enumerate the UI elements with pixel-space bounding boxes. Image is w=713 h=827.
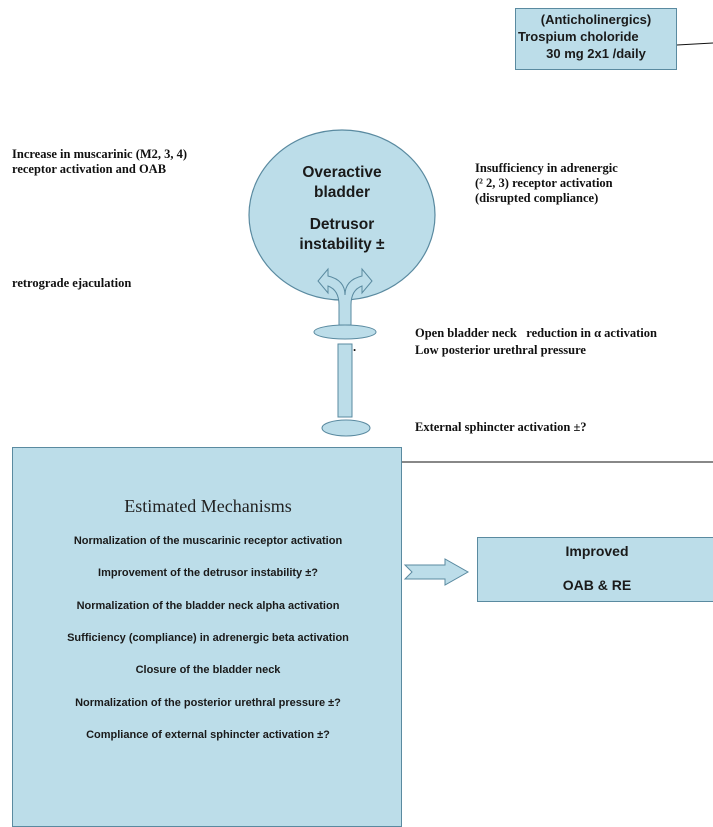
mechanism-item: Closure of the bladder neck (135, 664, 281, 676)
result-line1: Improved (565, 543, 629, 559)
result-box: Improved OAB & RE (477, 537, 713, 602)
retrograde-note: retrograde ejaculation (12, 276, 132, 290)
bladder-label-line4: instability ± (299, 236, 385, 253)
mechanism-item: Sufficiency (compliance) in adrenergic b… (67, 632, 349, 644)
mechanism-item: Normalization of the posterior urethral … (75, 697, 341, 709)
mechanism-item: Normalization of the bladder neck alpha … (76, 600, 340, 612)
bladder-neck-disc (313, 324, 377, 340)
bladder-neck-note-line2: Low posterior urethral pressure (415, 343, 586, 357)
bladder-neck-note-line1: Open bladder neck reduction in α activat… (415, 326, 657, 340)
drug-name-label: Trospium choloride (518, 29, 639, 44)
mechanisms-title: Estimated Mechanisms (124, 496, 292, 516)
sphincter-note: External sphincter activation ±? (415, 420, 587, 434)
mechanism-item: Improvement of the detrusor instability … (98, 567, 318, 579)
mechanism-item: Normalization of the muscarinic receptor… (73, 535, 343, 547)
mechanisms-box: Estimated Mechanisms Normalization of th… (12, 447, 402, 827)
drug-box: (Anticholinergics) Trospium choloride 30… (515, 8, 677, 70)
result-line2: OAB & RE (562, 577, 632, 593)
result-arrow (403, 558, 470, 586)
urethra-tube (337, 343, 353, 418)
adrenergic-note-line2: (² 2, 3) receptor activation (475, 176, 613, 190)
adrenergic-note-line1: Insufficiency in adrenergic (475, 161, 618, 175)
muscarinic-note: Increase in muscarinic (M2, 3, 4) recept… (12, 147, 252, 177)
muscarinic-note-line1: Increase in muscarinic (M2, 3, 4) (12, 147, 188, 161)
dot-mark: . (353, 340, 357, 354)
bladder-label-line3: Detrusor (309, 216, 375, 233)
drug-class-label: (Anticholinergics) (540, 12, 652, 27)
bladder-label: Overactive bladder Detrusor instability … (262, 163, 422, 255)
bladder-label-line2: bladder (314, 184, 370, 201)
drug-dose-label: 30 mg 2x1 /daily (546, 46, 646, 61)
mechanism-item: Compliance of external sphincter activat… (86, 729, 330, 741)
external-sphincter-disc (321, 419, 371, 437)
muscarinic-note-line2: receptor activation and OAB (12, 162, 167, 176)
bifurcation-arrow (317, 267, 373, 326)
adrenergic-note-line3: (disrupted compliance) (475, 191, 599, 205)
bladder-neck-note: Open bladder neck reduction in α activat… (415, 326, 710, 358)
adrenergic-note: Insufficiency in adrenergic (² 2, 3) rec… (475, 161, 705, 206)
drug-connector-line (676, 42, 713, 46)
bladder-label-line1: Overactive (302, 164, 382, 181)
